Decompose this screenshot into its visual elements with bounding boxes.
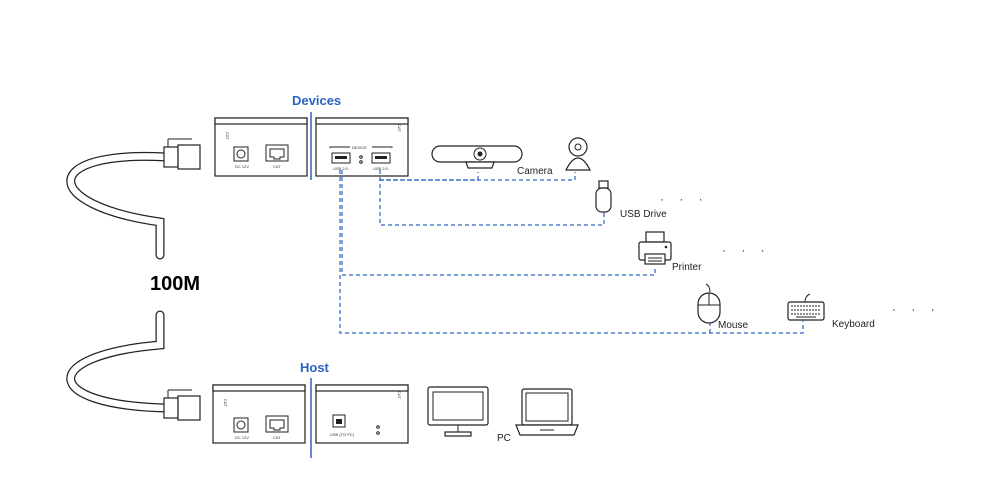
- usb-b-port-icon: [332, 414, 346, 428]
- host-unit-back: CAT USB (TO PC): [315, 384, 409, 444]
- pc-label: PC: [497, 433, 511, 444]
- dc-label: DC 12V: [235, 164, 249, 169]
- svg-text:CAT: CAT: [397, 124, 402, 132]
- conference-camera-icon: [431, 145, 523, 169]
- keyboard-icon: [787, 293, 825, 321]
- usb-a-port-icon: [371, 152, 391, 164]
- laptop-icon: [515, 388, 579, 436]
- svg-text:CAT: CAT: [223, 399, 228, 407]
- rj45-plug-top: [163, 138, 201, 170]
- ellipsis-3: · · ·: [892, 302, 941, 316]
- host-cat-label: CAT: [273, 435, 281, 440]
- dc-jack-icon: [233, 417, 249, 433]
- host-usb-label: USB (TO PC): [330, 432, 355, 437]
- device-port-group-label: DEVICE: [352, 145, 367, 150]
- desktop-monitor-icon: [427, 386, 489, 437]
- svg-text:CAT: CAT: [397, 391, 402, 399]
- device-unit-front: CAT DC 12V CAT: [214, 117, 308, 177]
- host-dc-label: DC 12V: [235, 435, 249, 440]
- cat-label: CAT: [273, 164, 281, 169]
- host-label: Host: [300, 360, 330, 375]
- devices-label: Devices: [292, 93, 341, 108]
- device-unit-back: DEVICE USB 2.0 USB 2.0 CAT: [315, 117, 409, 177]
- rj45-plug-bottom: [163, 389, 201, 421]
- speed-label: 100M: [150, 273, 200, 295]
- usb-drive-icon: [595, 180, 612, 213]
- host-unit-front: CAT DC 12V CAT: [212, 384, 306, 444]
- printer-icon: [638, 231, 672, 265]
- keyboard-label: Keyboard: [832, 319, 875, 330]
- usb-drive-label: USB Drive: [620, 209, 667, 220]
- camera-label: Camera: [517, 166, 553, 177]
- usb-connections: [339, 170, 804, 334]
- usb-left-label: USB 2.0: [333, 166, 349, 171]
- dc-jack-icon: [233, 146, 249, 162]
- network-cable: [66, 151, 171, 413]
- cat-port-icon: [265, 415, 289, 433]
- cat-port-icon: [265, 144, 289, 162]
- ptz-camera-icon: [565, 137, 591, 171]
- ellipsis-1: · · ·: [660, 192, 709, 206]
- mouse-icon: [697, 283, 721, 324]
- ellipsis-2: · · ·: [722, 243, 771, 257]
- printer-label: Printer: [672, 262, 702, 273]
- usb-a-port-icon: [331, 152, 351, 164]
- svg-text:CAT: CAT: [225, 132, 230, 140]
- usb-right-label: USB 2.0: [373, 166, 389, 171]
- mouse-label: Mouse: [718, 320, 748, 331]
